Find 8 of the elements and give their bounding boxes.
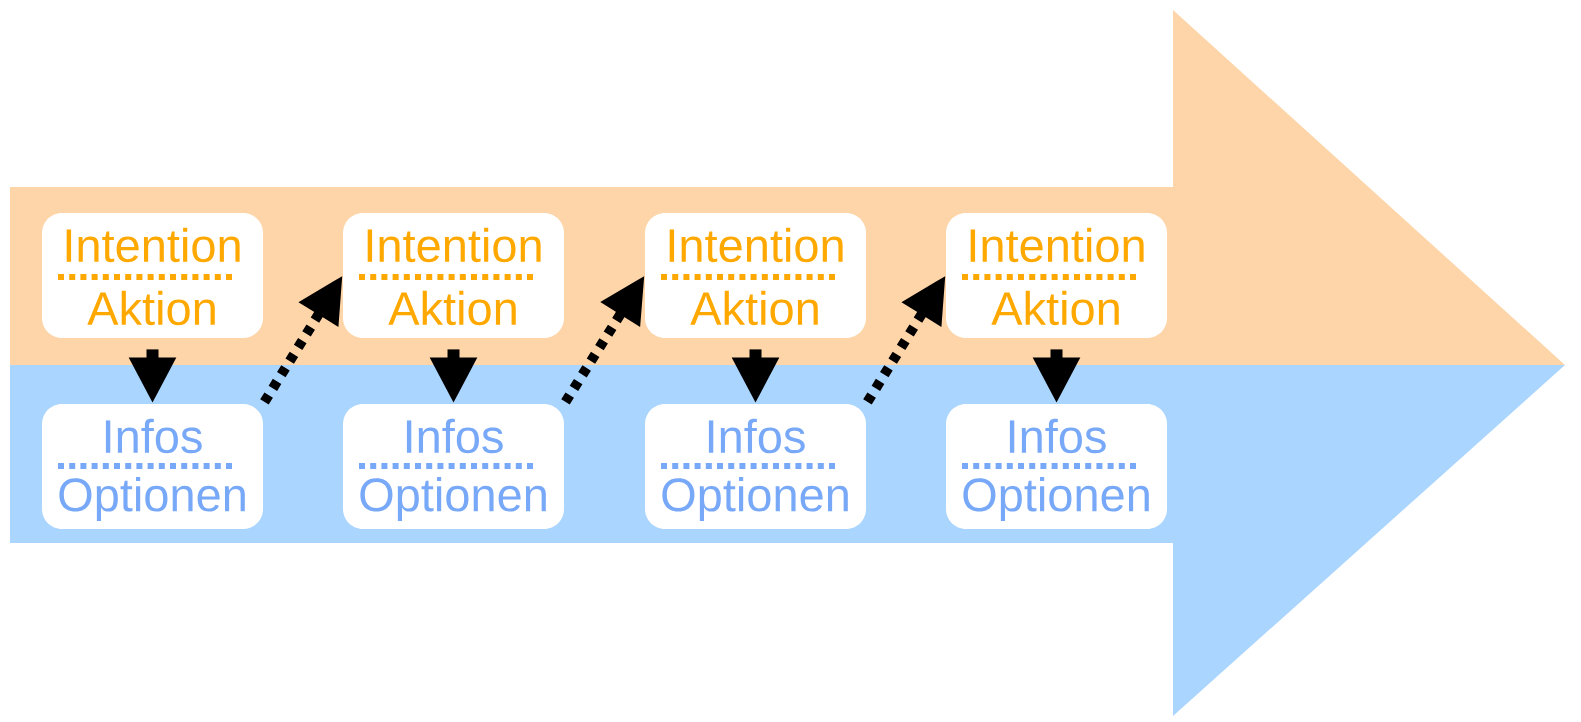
text-box: Infos Optionen <box>42 404 263 529</box>
text-box: Intention Aktion <box>42 213 263 338</box>
text-box: Infos Optionen <box>645 404 866 529</box>
text-box: Infos Optionen <box>343 404 564 529</box>
text-box: Intention Aktion <box>645 213 866 338</box>
text-box: Intention Aktion <box>946 213 1167 338</box>
text-box: Infos Optionen <box>946 404 1167 529</box>
text-box: Intention Aktion <box>343 213 564 338</box>
